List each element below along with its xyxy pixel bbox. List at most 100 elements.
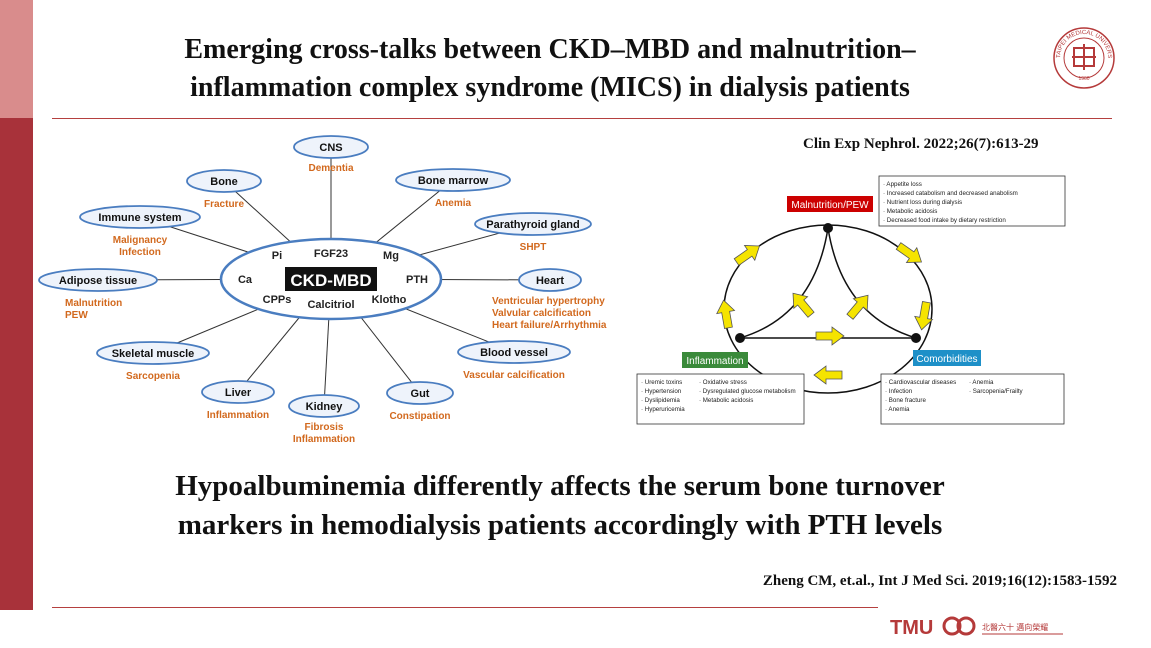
item-text: · Appetite loss [883,181,922,188]
item-text: · Uremic toxins [641,379,682,386]
flow-arrow [815,326,845,346]
organ-effect: Heart failure/Arrhythmia [492,320,607,331]
organ-effect: Sarcopenia [126,371,180,382]
organ-ellipse [186,169,262,193]
comorbidities-items: · Cardiovascular diseases· Infection· Bo… [880,373,1065,425]
organ-ellipse [474,212,592,236]
citation-bottom-authors: Zheng CM, et.al., [762,573,875,589]
organ-effect: Dementia [308,163,353,174]
item-text: · Cardiovascular diseases [885,379,956,386]
title-divider [52,118,1112,119]
organ-label: Gut [411,388,430,400]
organ-effect: PEW [65,310,88,321]
footer-accent [0,608,33,610]
tmu-60-logo: TMU 北醫六十 邁向榮耀 [890,616,1063,639]
organ-effect: Valvular calcification [492,308,591,319]
ckd-mbd-center-label: CKD-MBD [290,271,371,290]
organ-ellipse [386,381,454,405]
hub-marker-calcitriol: Calcitriol [307,299,354,311]
flow-arrow [895,242,923,263]
organ-effect: Inflammation [293,434,355,445]
organ-ellipse [288,394,360,418]
organ-effect: Inflammation [207,410,269,421]
item-box-border [880,373,1065,425]
sidebar-accent-bottom [0,118,33,608]
organ-effect: Fibrosis [305,422,344,433]
organ-effect: Infection [119,247,161,258]
organ-label: Bone [210,176,238,188]
organ-label: Kidney [306,401,344,413]
sidebar-accent-top [0,0,33,118]
university-seal-logo: TAIPEI MEDICAL UNIVERSITY 1960 [1052,22,1115,89]
inflammation-label: Inflammation [686,356,743,367]
flow-arrow [813,365,843,385]
item-text: · Dyslipidemia [641,397,680,404]
item-text: · Oxidative stress [699,379,747,386]
organ-label: Bone marrow [418,175,489,187]
ckd-mbd-center-box [285,267,377,291]
item-text: · Increased catabolism and decreased ana… [883,190,1018,197]
inflammation-label-box [682,352,748,368]
citation-bottom-journal: Int J Med Sci. 2019;16(12):1583-1592 [874,573,1117,589]
inflammation-items: · Uremic toxins· Hypertension· Dyslipide… [636,373,805,425]
malnutrition-label-box [787,196,873,212]
organ-effect: SHPT [520,242,547,253]
footer-divider [52,607,878,608]
footer-slogan: 北醫六十 邁向榮耀 [982,622,1048,632]
subtitle-line2: markers in hemodialysis patients accordi… [177,509,943,541]
citation-top: Clin Exp Nephrol. 2022;26(7):613-29 [803,136,1039,152]
organ-effect: Ventricular hypertrophy [492,296,605,307]
malnutrition-items: · Appetite loss · Increased catabolism an… [878,175,1066,227]
hub-marker-mg: Mg [383,250,399,262]
organ-label: Parathyroid gland [486,219,580,231]
slide-title-line2: inflammation complex syndrome (MICS) in … [190,72,910,103]
organ-ellipse [457,340,571,364]
item-text: · Metabolic acidosis [883,208,937,215]
subtitle-line1: Hypoalbuminemia differently affects the … [175,470,945,502]
comorbidities-label-box [913,350,981,366]
hub-marker-klotho: Klotho [372,294,407,306]
organ-cns: CNS Dementia [293,135,369,174]
organ-effect: Fracture [204,199,244,210]
organ-ellipse [293,135,369,159]
hub-marker-ca: Ca [238,274,253,286]
item-text: · Decreased food intake by dietary restr… [883,217,1006,224]
item-box-border [878,175,1066,227]
hub-marker-pi: Pi [272,250,282,262]
edge-malnutrition-inflammation [739,227,829,339]
item-text: · Dysregulated glucose metabolism [699,388,796,395]
organ-ellipse [96,341,210,365]
organ-label: Immune system [98,212,181,224]
organ-effect: Anemia [435,198,472,209]
organ-label: CNS [319,142,342,154]
item-text: · Infection [885,388,913,395]
slide-title-line1: Emerging cross-talks between CKD–MBD and… [184,34,916,65]
item-text: · Anemia [885,406,910,413]
footer-brand: TMU [890,617,933,639]
cycle-node [823,223,833,233]
citation-bottom: Zheng CM, et.al., Int J Med Sci. 2019;16… [763,573,1117,590]
comorbidities-label: Comorbidities [916,354,977,365]
hub-marker-cpps: CPPs [263,294,292,306]
organ-ellipse [79,205,201,229]
organ-effect: Malignancy [113,235,168,246]
flow-arrow [733,245,761,266]
cycle-node [911,333,921,343]
organ-label: Skeletal muscle [112,348,195,360]
flow-arrow [846,294,869,320]
organ-ellipse [518,268,582,292]
organ-ellipse [201,380,275,404]
hub-marker-pth: PTH [406,274,428,286]
